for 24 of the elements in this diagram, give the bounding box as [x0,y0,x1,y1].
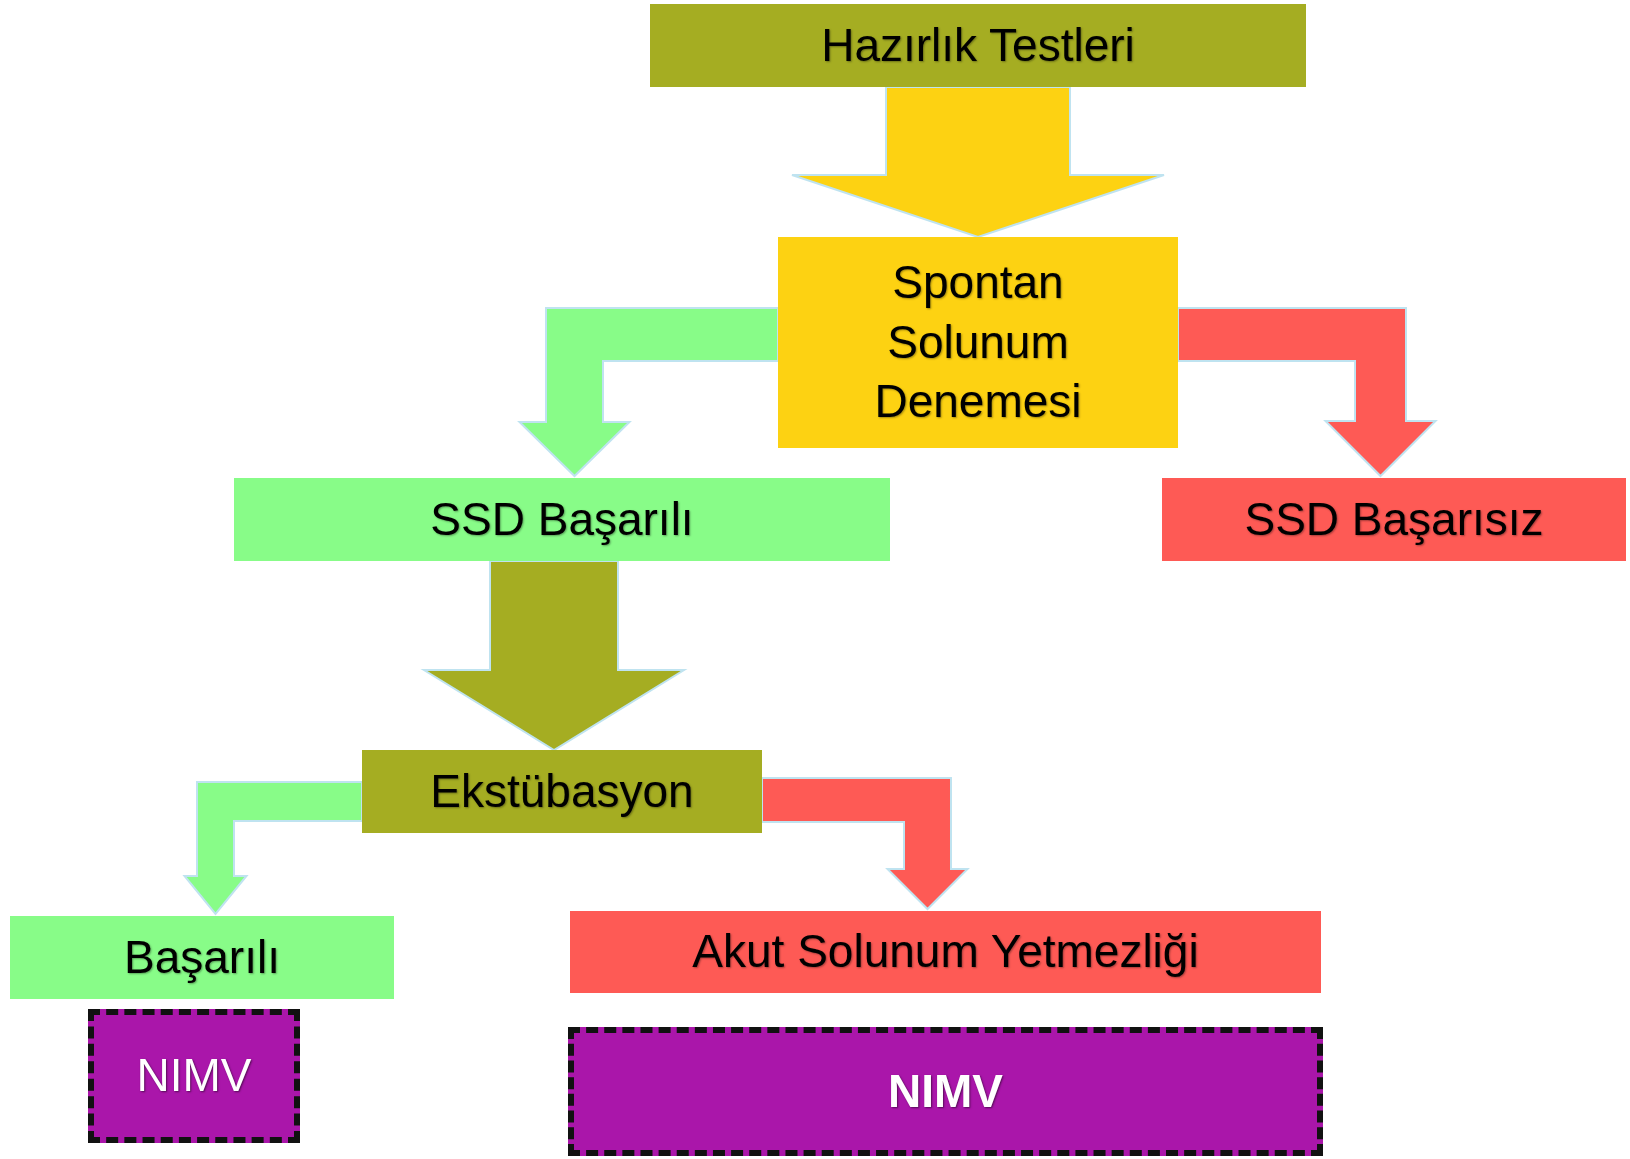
process-box [650,4,1306,87]
block-arrow [182,781,363,916]
box-label: Hazırlık Testleri [821,17,1135,73]
outcome-box [234,478,890,561]
box-label: Akut Solunum Yetmezliği [692,924,1199,980]
box-label: SSD Başarılı [430,491,694,547]
block-arrow [761,777,970,911]
outcome-box [10,916,394,999]
box-label: Spontan Solunum Denemesi [873,254,1083,430]
box-label: Başarılı [124,929,280,985]
box-label: NIMV [888,1063,1003,1119]
process-box [778,237,1178,448]
block-arrow [420,560,688,752]
outcome-box [570,911,1321,993]
box-label: SSD Başarısız [1244,491,1544,547]
outcome-box [1162,478,1626,561]
box-label: NIMV [136,1048,252,1104]
treatment-box [88,1009,300,1143]
process-box [362,750,762,833]
treatment-box [568,1027,1323,1156]
block-arrow [1177,307,1438,478]
block-arrow [517,307,779,478]
box-label: Ekstübasyon [430,763,694,819]
block-arrow [791,86,1165,239]
